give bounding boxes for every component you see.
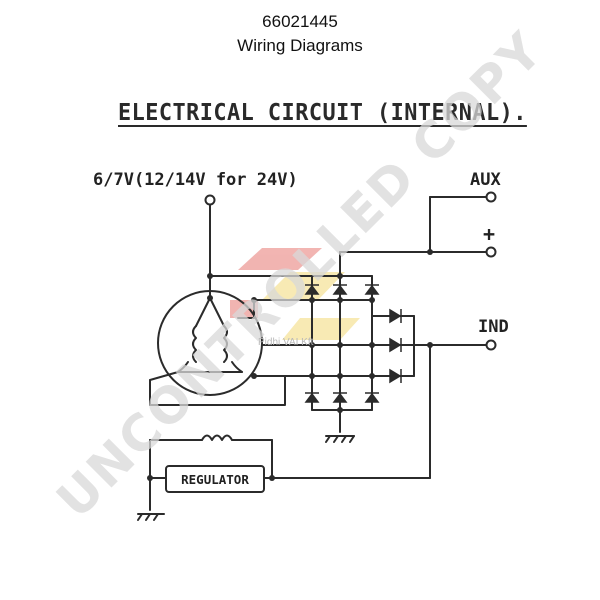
star-point-link [149, 371, 179, 381]
diode-down-1 [304, 392, 320, 403]
page-title: Wiring Diagrams [237, 36, 363, 55]
coil-bottom-right [231, 361, 243, 373]
rectifier-diodes [304, 284, 402, 403]
brand-watermark: Pidhi VAI Kft [258, 337, 314, 348]
company-logo [230, 248, 360, 340]
winding-b [209, 297, 225, 327]
coil-right [223, 325, 228, 363]
part-number: 66021445 [262, 12, 338, 31]
trio-diode-2 [389, 337, 402, 353]
trio-diode-3 [389, 368, 402, 384]
diode-up-2 [332, 284, 348, 295]
star-point-loop [149, 375, 286, 406]
winding-a [195, 297, 211, 327]
regulator-label: REGULATOR [181, 472, 249, 487]
stator-winding [157, 290, 263, 396]
diode-down-3 [364, 392, 380, 403]
ind-terminal [485, 339, 497, 351]
aux-terminal [485, 191, 497, 203]
coil-left [192, 325, 197, 363]
junctions [147, 249, 433, 481]
diode-up-1 [304, 284, 320, 295]
plus-terminal [485, 246, 497, 258]
plus-label: + [483, 222, 496, 246]
coil-bottom-left [177, 361, 189, 373]
supply-terminal [204, 194, 216, 206]
header: 66021445 Wiring Diagrams [0, 10, 600, 58]
trio-diode-1 [389, 308, 402, 324]
aux-label: AUX [470, 170, 501, 190]
field-coil [201, 434, 233, 441]
diode-down-2 [332, 392, 348, 403]
ind-label: IND [478, 317, 509, 337]
diode-up-3 [364, 284, 380, 295]
voltage-label: 6/7V(12/14V for 24V) [93, 170, 298, 190]
diagram-heading: ELECTRICAL CIRCUIT (INTERNAL). [118, 100, 527, 126]
